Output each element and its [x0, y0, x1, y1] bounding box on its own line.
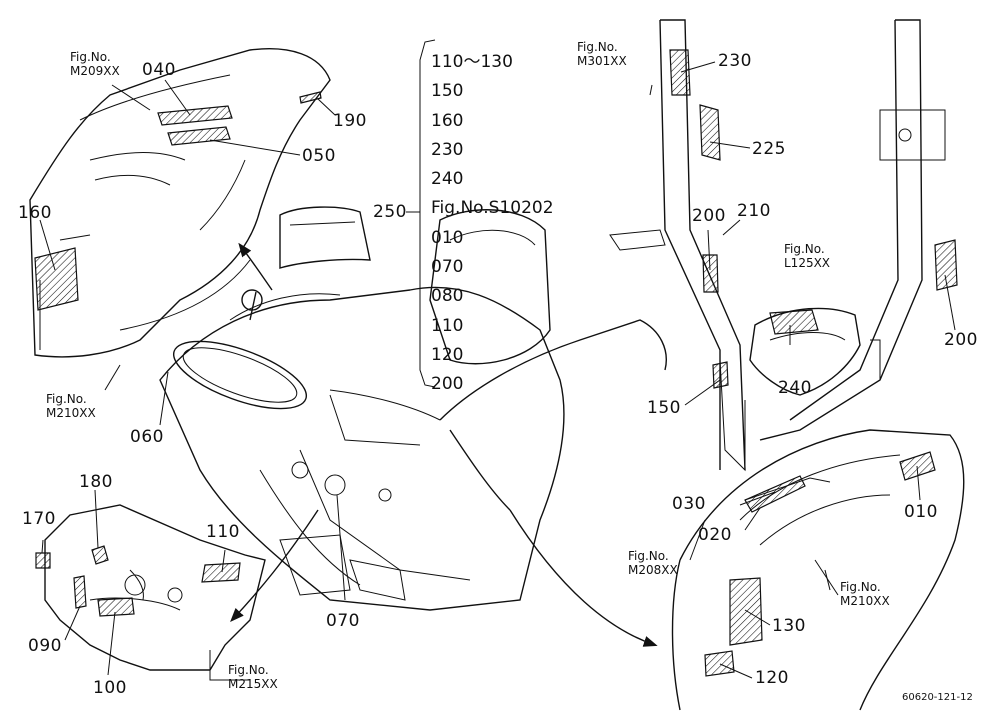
callout-240: 240 [778, 378, 812, 398]
callout-050: 050 [302, 146, 336, 166]
list-bracket [419, 39, 436, 388]
callout-230: 230 [718, 51, 752, 71]
part-list-item: 010 [431, 227, 464, 248]
callout-110: 110 [206, 522, 240, 542]
decal-200-left [702, 254, 719, 293]
fender-right [671, 429, 965, 711]
fig-ref-m301: Fig.No. M301XX [577, 40, 627, 68]
arrow-to-lower-right [509, 509, 658, 647]
part-list-item: 080 [431, 286, 464, 307]
callout-170: 170 [22, 509, 56, 529]
fig-ref-l125: Fig.No. L125XX [784, 242, 830, 270]
decal-050 [167, 126, 231, 146]
callout-210: 210 [737, 201, 771, 221]
fig-ref-m215-line1: Fig.No. [228, 663, 269, 677]
fig-ref-m209: Fig.No. M209XX [70, 50, 120, 78]
part-list-item: 120 [431, 344, 464, 365]
callout-200-left: 200 [692, 206, 726, 226]
callout-225: 225 [752, 139, 786, 159]
callout-030: 030 [672, 494, 706, 514]
callout-250: 250 [373, 202, 407, 222]
fig-ref-m210-right-line2: M210XX [840, 594, 890, 608]
decal-110 [201, 562, 241, 583]
decal-130 [729, 577, 763, 646]
part-list-item: 150 [431, 81, 464, 102]
decal-120 [704, 650, 735, 677]
callout-020: 020 [698, 525, 732, 545]
fig-ref-l125-line2: L125XX [784, 256, 831, 270]
part-list-item: 240 [431, 169, 464, 190]
callout-190: 190 [333, 111, 367, 131]
decal-230 [669, 49, 691, 96]
callout-200-right: 200 [944, 330, 978, 350]
part-list-item: 070 [431, 257, 464, 278]
decal-180 [91, 545, 109, 565]
callout-070: 070 [326, 611, 360, 631]
fig-ref-l125-line1: Fig.No. [784, 242, 825, 256]
callout-040: 040 [142, 60, 176, 80]
leader-lines [39, 61, 956, 681]
part-list-item: 230 [431, 139, 464, 160]
fig-ref-m210-left-line2: M210XX [46, 406, 96, 420]
fig-ref-m208-line1: Fig.No. [628, 549, 669, 563]
fig-ref-m209-line2: M209XX [70, 64, 120, 78]
fig-ref-m210-right-line1: Fig.No. [840, 580, 881, 594]
tractor-center [159, 206, 667, 611]
fig-ref-m210-left-line1: Fig.No. [46, 392, 87, 406]
fig-ref-m208: Fig.No. M208XX [628, 549, 678, 577]
callout-150: 150 [647, 398, 681, 418]
decal-160 [34, 247, 79, 311]
lower-left-panel [35, 504, 266, 671]
callout-090: 090 [28, 636, 62, 656]
decal-040 [157, 105, 233, 126]
part-list-item: 110～130 [431, 52, 513, 72]
fig-ref-m209-line1: Fig.No. [70, 50, 111, 64]
decal-190 [299, 91, 322, 104]
part-list-item: 160 [431, 110, 464, 131]
dash-panel-upper-left [29, 48, 331, 358]
fig-ref-m208-line2: M208XX [628, 563, 678, 577]
callout-120: 120 [755, 668, 789, 688]
part-list-item: 200 [431, 374, 464, 395]
arrow-to-lower-left [230, 509, 319, 623]
part-list-item: Fig.No.S10202 [431, 198, 554, 219]
decal-100 [97, 597, 135, 617]
fig-ref-m301-line1: Fig.No. [577, 40, 618, 54]
decal-030 [744, 475, 806, 513]
callout-130: 130 [772, 616, 806, 636]
part-list-item: 110 [431, 315, 464, 336]
rops-frame [609, 19, 958, 472]
seat-l125 [749, 307, 861, 396]
fig-ref-m215: Fig.No. M215XX [228, 663, 278, 691]
decal-200-right [934, 239, 958, 291]
fig-ref-m210-right: Fig.No. M210XX [840, 580, 890, 608]
decal-170 [35, 552, 51, 569]
callout-100: 100 [93, 678, 127, 698]
arrow-to-upper-left [238, 242, 273, 291]
decal-240 [769, 309, 819, 335]
fig-ref-m210-left: Fig.No. M210XX [46, 392, 96, 420]
callout-180: 180 [79, 472, 113, 492]
fig-ref-m301-line2: M301XX [577, 54, 627, 68]
fig-ref-m215-line2: M215XX [228, 677, 278, 691]
callout-010: 010 [904, 502, 938, 522]
decal-225 [699, 104, 721, 161]
callout-060: 060 [130, 427, 164, 447]
callout-160: 160 [18, 203, 52, 223]
decal-090 [73, 575, 87, 609]
drawing-reference: 60620-121-12 [902, 692, 973, 703]
